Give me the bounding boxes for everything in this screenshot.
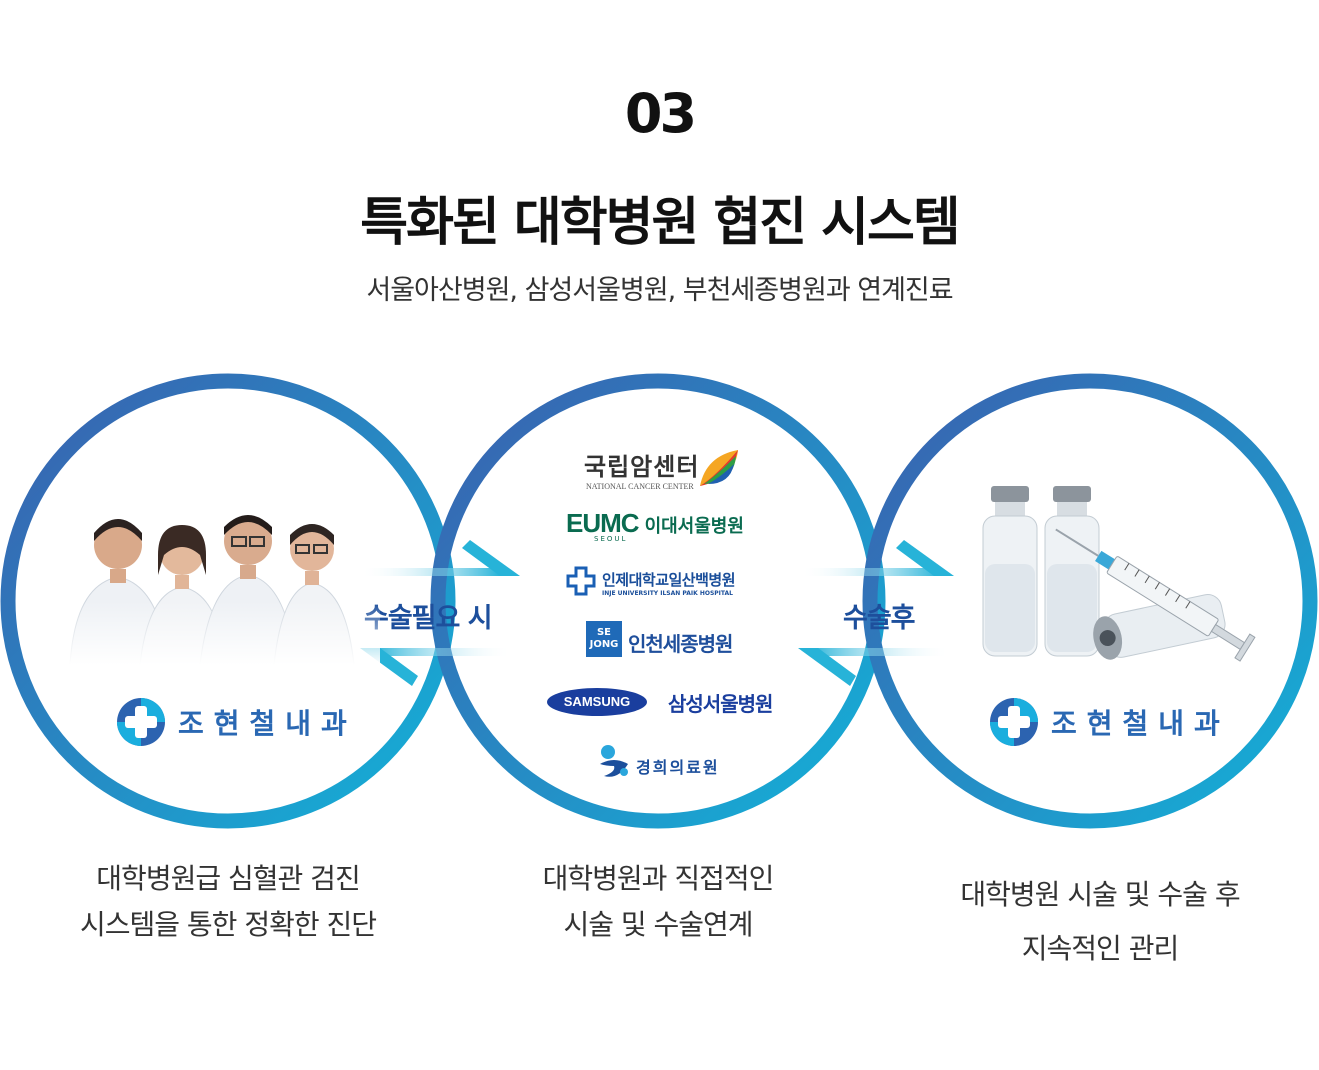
page-subtitle: 서울아산병원, 삼성서울병원, 부천세종병원과 연계진료 (366, 275, 953, 306)
caption-center-line1: 대학병원과 직접적인 (542, 862, 775, 895)
logo-national-cancer-center: 국립암센터 NATIONAL CANCER CENTER (584, 447, 699, 491)
ncc-en: NATIONAL CANCER CENTER (586, 482, 694, 491)
ncc-leaf-icon (700, 450, 738, 486)
arrow-label-after-surgery: 수술후 (843, 603, 916, 634)
eumc-sub: SEOUL (594, 535, 628, 543)
caption-right-line2: 지속적인 관리 (1021, 932, 1179, 965)
caption-left-line2: 시스템을 통한 정확한 진단 (79, 908, 377, 941)
khmc-name: 경희의료원 (636, 758, 720, 777)
arrow-left-right (798, 648, 950, 686)
ring-right (862, 373, 1318, 829)
clinic-cross-icon (117, 698, 165, 746)
page-title: 특화된 대학병원 협진 시스템 (360, 193, 960, 253)
sejong-mark-top: SE (596, 627, 612, 638)
collaboration-diagram (0, 373, 1318, 829)
doctors-photo (60, 505, 380, 666)
eumc-mark: EUMC (566, 508, 640, 538)
caption-left: 대학병원급 심혈관 검진 시스템을 통한 정확한 진단 (28, 856, 428, 948)
sejong-mark-icon: SE JONG (586, 621, 622, 657)
inje-cross-icon (566, 566, 596, 596)
khmc-emblem-icon (600, 745, 628, 777)
samsung-mark: SAMSUNG (547, 688, 647, 716)
logo-inje: 인제대학교일산백병원 INJE UNIVERSITY ILSAN PAIK HO… (602, 569, 736, 597)
clinic-logo-left: 조현철내과 (116, 697, 357, 747)
caption-right-line1: 대학병원 시술 및 수술 후 (960, 878, 1240, 911)
caption-right: 대학병원 시술 및 수술 후 지속적인 관리 (900, 868, 1300, 976)
caption-center-line2: 시술 및 수술연계 (563, 908, 753, 941)
eumc-name: 이대서울병원 (644, 516, 744, 537)
arrow-right-right (800, 540, 954, 576)
arrow-right-left (360, 540, 520, 576)
inje-name: 인제대학교일산백병원 (602, 571, 736, 589)
clinic-logo-right: 조현철내과 (989, 697, 1230, 747)
inje-en: INJE UNIVERSITY ILSAN PAIK HOSPITAL (602, 590, 734, 597)
samsung-name: 삼성서울병원 (668, 692, 773, 716)
ncc-name: 국립암센터 (584, 453, 700, 481)
clinic-name: 조현철내과 (1051, 707, 1230, 740)
logo-eumc: EUMC 이대서울병원 (566, 508, 744, 539)
clinic-name: 조현철내과 (178, 707, 357, 740)
vials-syringe-photo (975, 480, 1275, 670)
section-number: 03 (624, 82, 697, 145)
clinic-cross-icon (990, 698, 1038, 746)
ring-center (430, 373, 886, 829)
sejong-name: 인천세종병원 (628, 632, 733, 656)
arrow-label-surgery-needed: 수술필요 시 (364, 603, 493, 634)
caption-center: 대학병원과 직접적인 시술 및 수술연계 (458, 856, 858, 948)
caption-left-line1: 대학병원급 심혈관 검진 (96, 862, 360, 895)
ring-left (0, 373, 456, 829)
sejong-mark-bottom: JONG (589, 639, 619, 650)
